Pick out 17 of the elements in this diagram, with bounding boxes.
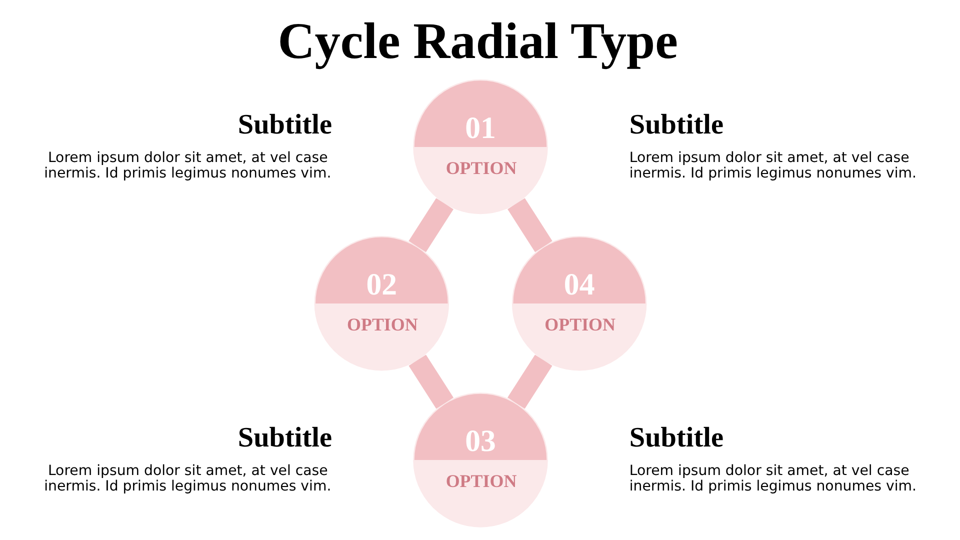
node-circle: 02 OPTION — [314, 236, 449, 371]
connector — [408, 198, 453, 252]
label: Lorem ipsum dolor sit amet, at vel case inermis. Id primis legimus nonumes vim. — [628, 150, 916, 182]
label: Lorem ipsum dolor sit amet, at vel case inermis. Id primis legimus nonumes vim. — [628, 463, 916, 495]
label: Subtitle — [237, 422, 332, 454]
label: Subtitle — [237, 109, 332, 140]
node-circle: 01 OPTION — [412, 79, 548, 214]
label: Lorem ipsum dolor sit amet, at vel case inermis. Id primis legimus nonumes vim. — [44, 150, 331, 182]
connector — [507, 354, 552, 409]
connector — [507, 198, 552, 252]
node-circle: 04 OPTION — [511, 236, 646, 371]
label: Subtitle — [628, 109, 723, 140]
label: Lorem ipsum dolor sit amet, at vel case inermis. Id primis legimus nonumes vim. — [44, 463, 331, 495]
node-circle: 03 OPTION — [412, 392, 548, 528]
diagram-title: Cycle Radial Type — [277, 13, 678, 70]
label: Subtitle — [628, 422, 723, 454]
connector — [408, 354, 453, 409]
